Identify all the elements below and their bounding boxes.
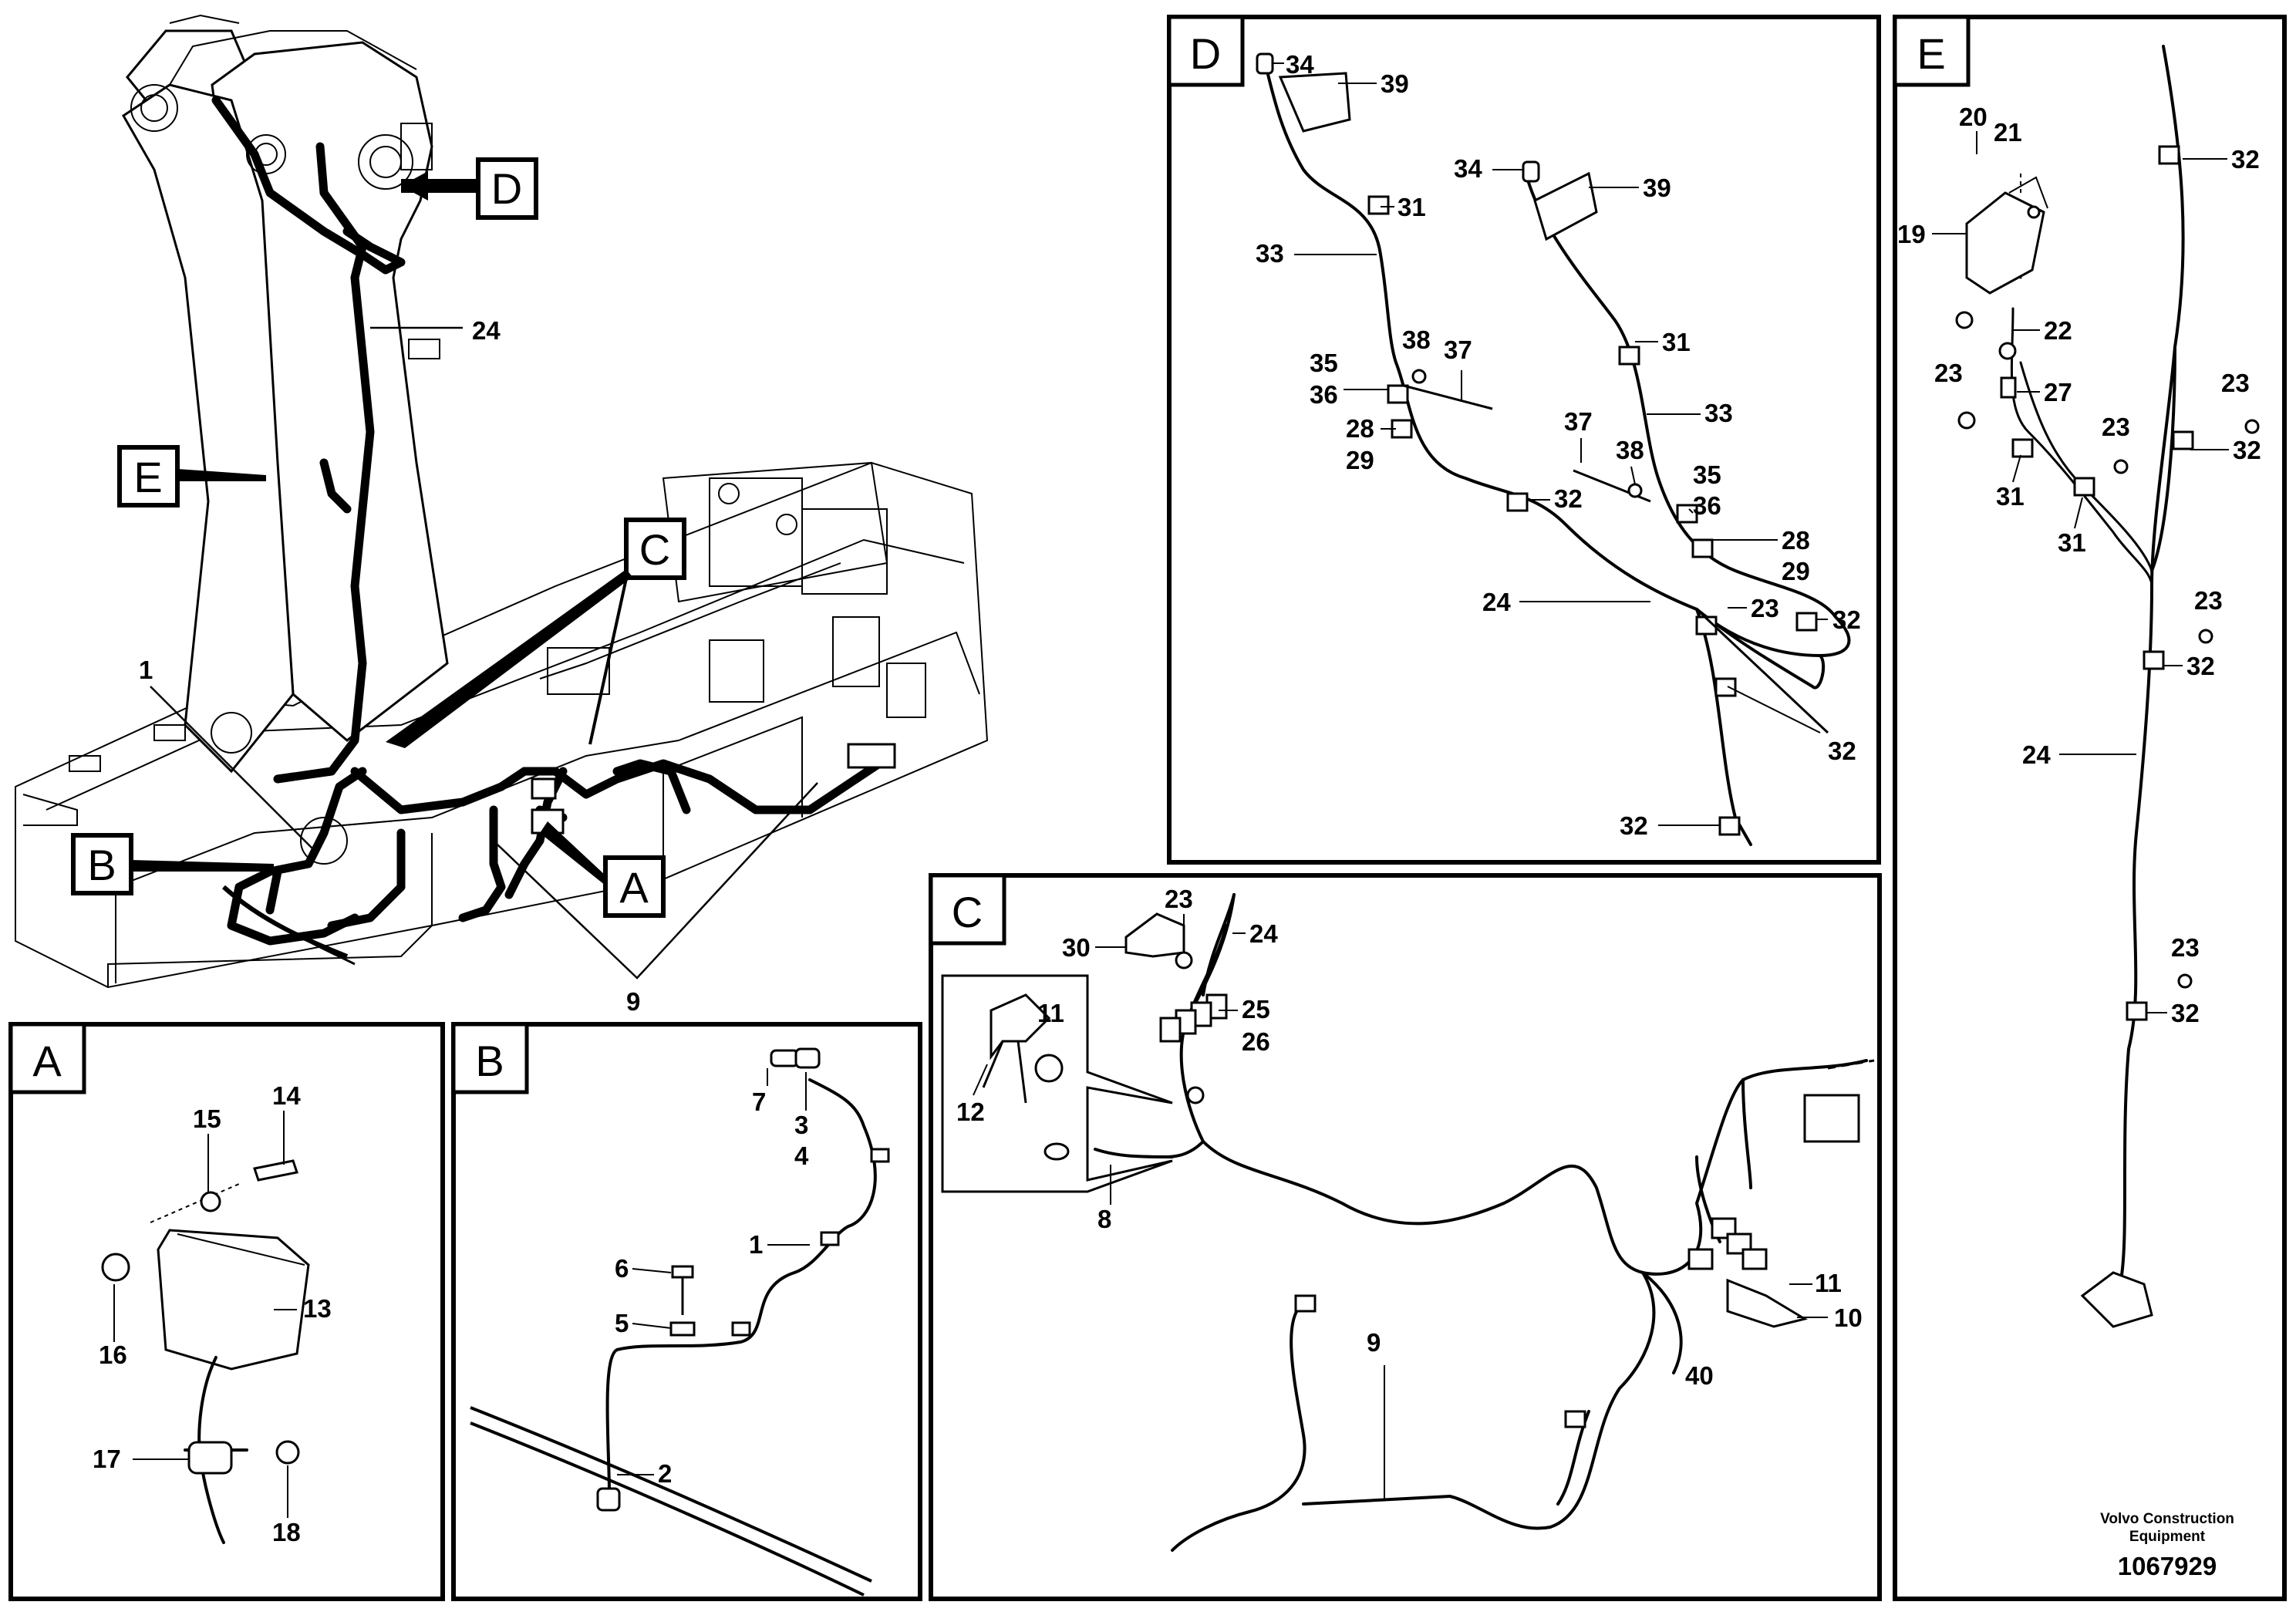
part-number-label: 26	[1242, 1027, 1270, 1056]
part-number-label: E	[133, 453, 162, 501]
part-number-label: 32	[1828, 737, 1856, 765]
brand-line-2: Equipment	[2129, 1529, 2206, 1545]
part-number-label: 24	[1482, 588, 1511, 616]
part-number-label: 37	[1564, 407, 1593, 436]
part-number-label: C	[952, 888, 983, 936]
part-number-label: E	[1917, 29, 1945, 78]
part-number-label: 5	[615, 1309, 629, 1337]
part-number-label: 34	[1286, 50, 1314, 79]
part-number-label: 6	[615, 1254, 629, 1283]
part-number-label: 36	[1310, 380, 1338, 409]
part-number-label: 30	[1062, 933, 1091, 962]
part-number-label: 15	[193, 1104, 221, 1133]
callout-d[interactable]: D	[401, 157, 538, 220]
panel-c: C 23	[929, 873, 1882, 1601]
part-number-label: 29	[1782, 557, 1810, 585]
part-number-label: 8	[1097, 1205, 1111, 1233]
callout-a[interactable]: A	[540, 821, 666, 918]
part-number-label: 23	[2194, 586, 2223, 615]
part-number-label: 23	[2221, 369, 2250, 397]
part-number-label: 14	[272, 1081, 301, 1110]
part-number-label: 17	[93, 1445, 121, 1473]
part-number-label: 11	[1815, 1269, 1842, 1297]
part-number-label: 22	[2044, 316, 2072, 345]
part-number-label: D	[1190, 29, 1221, 78]
part-number-label: 24	[2022, 740, 2051, 769]
part-number-label: 2	[658, 1459, 672, 1488]
panel-d: D 34 39 34 39 31 33	[1167, 15, 1881, 865]
part-number-label: 32	[2186, 652, 2215, 680]
callout-b[interactable]: B	[71, 833, 274, 895]
part-number-label: 24	[1249, 919, 1278, 948]
part-number-label: 1	[139, 656, 153, 684]
part-number-label: 28	[1782, 526, 1810, 555]
part-number-label: 40	[1685, 1361, 1714, 1390]
panel-e: E 20 21 19 32 22 23 27	[1893, 15, 2287, 1601]
part-number-label: 11	[1037, 999, 1064, 1027]
part-number-label: 28	[1346, 414, 1374, 443]
part-number-label: A	[619, 863, 649, 912]
part-number-label: 19	[1897, 220, 1926, 248]
part-number-label: D	[491, 164, 522, 213]
part-number-label: B	[475, 1037, 504, 1085]
overview-machine-drawing	[15, 14, 989, 989]
part-number-label: 31	[1662, 328, 1691, 356]
part-number-label: C	[639, 525, 670, 574]
part-number-label: 32	[2171, 999, 2200, 1027]
part-number-label: 7	[752, 1088, 766, 1116]
part-number-label: 38	[1616, 436, 1644, 464]
part-number-label: 31	[2058, 528, 2086, 557]
panel-b: B 7 3 4 1 6 5 2	[451, 1022, 922, 1601]
part-number-label: 21	[1994, 118, 2022, 147]
part-number-label: 20	[1959, 103, 1988, 131]
part-number-label: 33	[1704, 399, 1733, 427]
part-number-label: 34	[1454, 154, 1482, 183]
part-number-label: 23	[1934, 359, 1963, 387]
part-number-label: 23	[1751, 594, 1779, 622]
part-number-label: 16	[99, 1340, 127, 1369]
part-number-label: 13	[303, 1294, 332, 1323]
part-number-label: 35	[1693, 460, 1721, 489]
part-number-label: 32	[1554, 484, 1583, 513]
part-number-label: 10	[1834, 1303, 1863, 1332]
drawing-number: 1067929	[2118, 1552, 2217, 1580]
part-number-label: 23	[2102, 413, 2130, 441]
part-number-label: 32	[1832, 605, 1861, 634]
part-number-label: 1	[749, 1230, 763, 1259]
part-number-label: 35	[1310, 349, 1338, 377]
part-number-label: 31	[1397, 193, 1426, 221]
part-number-label: 31	[1996, 482, 2025, 511]
part-number-label: 32	[1620, 811, 1648, 840]
part-number-label: 18	[272, 1518, 301, 1546]
part-number-label: 29	[1346, 446, 1374, 474]
part-number-label: 36	[1693, 491, 1721, 520]
part-number-label: 38	[1402, 325, 1431, 354]
panel-a: A 14 15 13 16 17 18	[8, 1022, 445, 1601]
part-number-label: 23	[1165, 885, 1193, 913]
part-number-label: 27	[2044, 378, 2072, 406]
part-number-label: 12	[956, 1098, 985, 1126]
brand-line-1: Volvo Construction	[2100, 1511, 2234, 1527]
part-number-label: 33	[1256, 239, 1284, 268]
callout-c[interactable]: C	[386, 518, 686, 748]
part-number-label: 9	[1367, 1328, 1381, 1357]
part-number-label: 24	[472, 316, 501, 345]
part-number-label: 9	[626, 987, 640, 1016]
part-number-label: 39	[1381, 69, 1409, 98]
callout-e[interactable]: E	[117, 445, 266, 508]
part-number-label: 4	[794, 1141, 809, 1170]
part-number-label: 32	[2233, 436, 2261, 464]
part-number-label: 37	[1444, 336, 1472, 364]
part-number-label: 32	[2231, 145, 2260, 174]
part-number-label: B	[87, 841, 116, 889]
overview-leader-labels: 1 24 9	[139, 316, 818, 1016]
part-number-label: 23	[2171, 933, 2200, 962]
part-number-label: 39	[1643, 174, 1671, 202]
part-number-label: 3	[794, 1111, 808, 1139]
part-number-label: A	[32, 1037, 62, 1085]
part-number-label: 25	[1242, 995, 1270, 1023]
